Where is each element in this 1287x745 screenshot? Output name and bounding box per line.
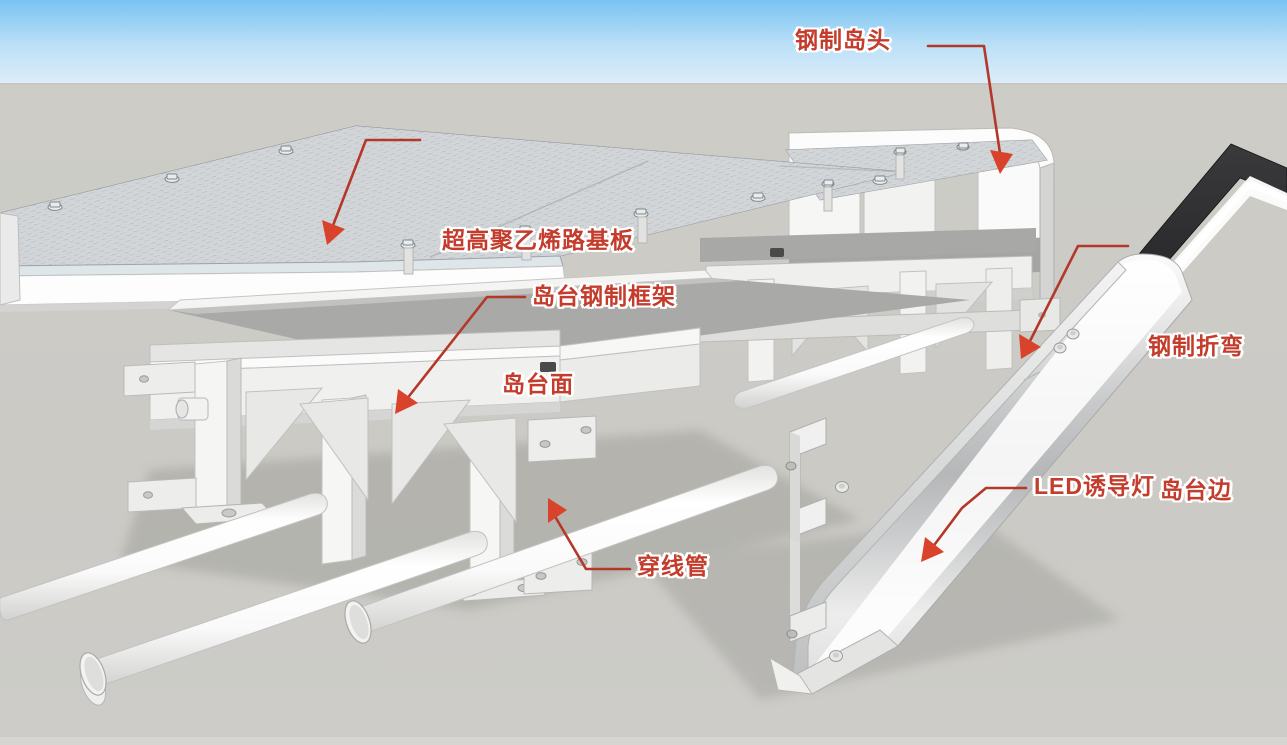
leader-steel-frame xyxy=(404,295,527,402)
side-bracket-upper xyxy=(123,361,196,397)
leader-led-guide-light xyxy=(930,486,1028,550)
deck-post xyxy=(637,216,648,244)
frame-leg-left-side xyxy=(226,357,242,511)
side-bracket-bolt xyxy=(139,375,149,383)
ground-horizon-line xyxy=(0,83,1287,85)
deck-post xyxy=(521,233,532,261)
frame-gusset-3 xyxy=(299,397,369,502)
deck-post xyxy=(403,247,414,275)
deck-support-posts xyxy=(403,154,905,275)
annotation-label-steel-frame[interactable]: 岛台钢制框架 xyxy=(532,283,676,309)
arrowhead-cable-conduit xyxy=(548,498,567,523)
ground-bottom-strip xyxy=(0,737,1287,745)
leader-cable-conduit xyxy=(551,511,632,571)
bent-edge-top-highlight xyxy=(806,259,1182,684)
frame-gussets xyxy=(245,387,517,524)
frame-gusset-5 xyxy=(443,417,517,524)
frame-right-beam-face xyxy=(559,343,701,403)
arrowhead-uhmw-pe-deck xyxy=(322,220,345,245)
deck-bolt xyxy=(893,147,907,156)
deck-bolt xyxy=(278,145,294,155)
arrowhead-led-guide-light xyxy=(921,537,944,562)
leader-steel-island-head xyxy=(926,44,1003,162)
frame-leg-left xyxy=(194,360,228,516)
sky-band xyxy=(0,0,1287,83)
bent-edge-bolts xyxy=(785,328,1080,662)
deck-bolt xyxy=(164,173,180,183)
leader-uhmw-pe-deck xyxy=(330,138,422,230)
deck-bolt xyxy=(400,239,416,249)
bent-edge-end-profile xyxy=(789,417,827,643)
uhmwpe-deck-assembly xyxy=(0,125,1048,312)
deck-fastener-bolts xyxy=(47,142,970,249)
leader-bent-steel-edge xyxy=(1027,244,1130,345)
panel-bolt xyxy=(1053,342,1067,354)
panel-bolt xyxy=(829,650,843,662)
cable-conduit-pipes xyxy=(0,317,975,706)
frame-pin-detail xyxy=(175,397,209,421)
conduit-pipe-upper xyxy=(733,317,975,409)
frame-top-plate xyxy=(168,278,970,354)
arrowhead-steel-island-head xyxy=(990,150,1013,174)
conduit-pipe-front-1b xyxy=(79,530,488,696)
annotation-label-cable-conduit[interactable]: 穿线管 xyxy=(637,553,709,579)
deck-bolt xyxy=(872,175,888,185)
deck-bolt xyxy=(821,179,835,188)
annotation-label-led-guide-light[interactable]: LED诱导灯 xyxy=(1034,473,1155,499)
bent-edge-foot-plate xyxy=(769,629,899,695)
frame-connector-nub xyxy=(540,362,556,372)
annotation-label-steel-island-head[interactable]: 钢制岛头 xyxy=(795,27,891,53)
frame-gusset-1 xyxy=(245,387,324,482)
deck-panel-seam-2 xyxy=(779,165,906,173)
annotation-line-1: 超高聚乙烯路基板 xyxy=(442,227,634,253)
side-bracket-lower xyxy=(127,477,197,513)
island-head-side-edge xyxy=(1039,162,1055,312)
panel-bolt xyxy=(1066,328,1080,340)
panel-bolt xyxy=(835,481,849,493)
side-bracket-lower-bolt xyxy=(143,491,153,499)
deck-bolt xyxy=(956,142,970,151)
deck-bolt xyxy=(750,192,766,202)
frame-upper-rail xyxy=(149,329,561,363)
annotation-leaders xyxy=(330,44,1130,571)
deck-post xyxy=(823,186,833,212)
island-steel-frame-assembly xyxy=(123,248,970,602)
conduit-pipe-front-2 xyxy=(344,464,779,644)
panel-bolt xyxy=(786,629,798,639)
annotation-line-1: 钢制折弯 xyxy=(1148,333,1244,359)
annotation-label-bent-steel-edge[interactable]: 钢制折弯 岛台边 xyxy=(1136,226,1256,610)
deck-post xyxy=(895,154,905,180)
frame-top-plate-hi xyxy=(168,278,740,314)
bent-steel-edge-assembly xyxy=(769,143,1287,695)
arrowhead-bent-steel-edge xyxy=(1019,334,1041,359)
frame-side-brackets xyxy=(123,361,197,513)
deck-bolt xyxy=(47,201,63,211)
frame-connector-nub-2 xyxy=(770,248,784,257)
frame-rear-lip xyxy=(166,269,714,311)
annotation-line-2: 岛台边 xyxy=(1160,477,1232,503)
frame-end-bracket-right xyxy=(527,415,597,463)
deck-panel-seam xyxy=(429,160,649,258)
deck-end-cap-left xyxy=(0,212,21,306)
annotation-line-2: 岛台面 xyxy=(502,371,574,397)
panel-etch-mark xyxy=(1023,371,1041,381)
panel-bolt xyxy=(785,461,797,471)
deck-bolt xyxy=(633,208,649,218)
annotation-arrowheads xyxy=(322,150,1041,562)
arrowhead-steel-frame xyxy=(395,389,418,414)
annotation-label-uhmw-pe-deck[interactable]: 超高聚乙烯路基板 岛台面 xyxy=(430,120,646,504)
